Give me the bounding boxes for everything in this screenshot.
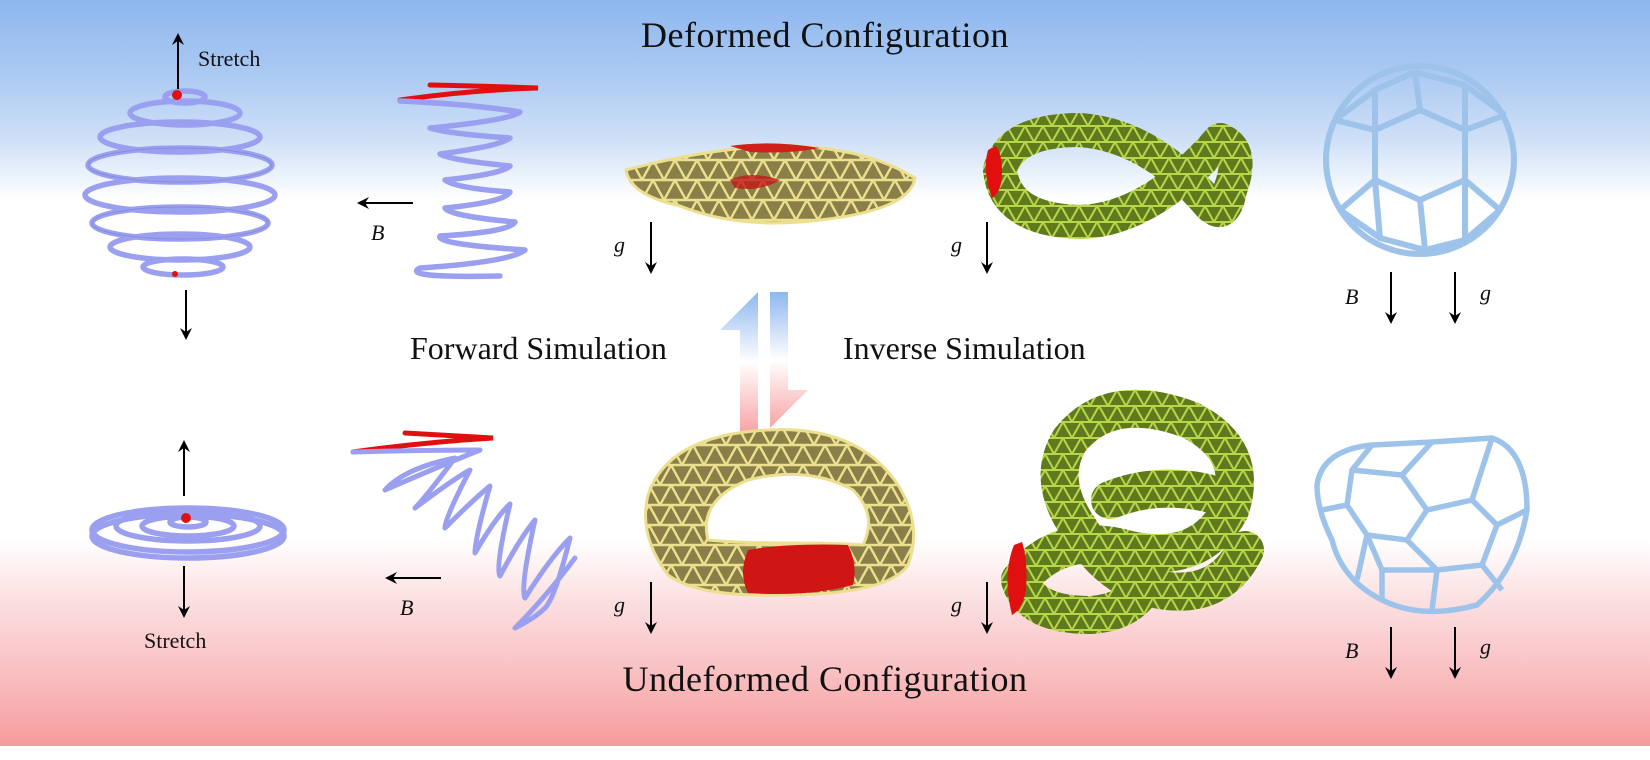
forward-simulation-label: Forward Simulation (410, 330, 667, 366)
magnetic-field-left-arrow-icon (385, 572, 441, 584)
torus-lattice-deformed (624, 143, 917, 225)
magnetic-field-label-top: B (371, 220, 385, 245)
gravity-label-col5-top: g (1480, 280, 1491, 305)
undeformed-configuration-title: Undeformed Configuration (622, 659, 1028, 699)
up-arrow-icon (720, 292, 758, 432)
magnetic-field-label-col5-bottom: B (1345, 638, 1359, 663)
gravity-label-col3-bottom: g (614, 592, 625, 617)
magnetic-field-left-arrow-icon (357, 197, 413, 209)
gravity-down-arrow-icon (645, 222, 657, 274)
stretch-up-arrow-icon (172, 33, 184, 89)
helical-spring-undeformed (350, 430, 578, 631)
fixed-point (172, 90, 182, 100)
deformed-configuration-title: Deformed Configuration (641, 15, 1009, 55)
torus-lattice-undeformed (644, 428, 916, 597)
helical-spring-deformed (397, 82, 539, 280)
gravity-down-arrow-icon (1449, 627, 1461, 679)
stretch-label-bottom: Stretch (144, 628, 207, 653)
spherical-helix-deformed (82, 88, 278, 278)
stretch-down-arrow-icon (180, 290, 192, 340)
spherical-helix-undeformed (89, 505, 287, 561)
knot-lattice-deformed (983, 112, 1253, 240)
magnetic-field-down-arrow-icon (1385, 627, 1397, 679)
gravity-label-col4-top: g (951, 232, 962, 257)
gravity-down-arrow-icon (1449, 272, 1461, 324)
forward-inverse-arrows (720, 292, 808, 432)
gravity-down-arrow-icon (981, 222, 993, 274)
gravity-label-col4-bottom: g (951, 592, 962, 617)
fullerene-cage-undeformed (1314, 435, 1530, 615)
inverse-simulation-label: Inverse Simulation (843, 330, 1086, 366)
gravity-down-arrow-icon (981, 582, 993, 634)
down-arrow-icon (770, 292, 808, 428)
knot-lattice-undeformed (1001, 389, 1264, 634)
gravity-down-arrow-icon (645, 582, 657, 634)
magnetic-field-down-arrow-icon (1385, 272, 1397, 324)
gravity-label-col3-top: g (614, 232, 625, 257)
magnetic-field-label-bottom: B (400, 595, 414, 620)
magnetic-field-label-col5-top: B (1345, 284, 1359, 309)
stretch-up-arrow-icon (178, 440, 190, 496)
stretch-down-arrow-icon (178, 566, 190, 618)
fullerene-cage-deformed (1323, 63, 1517, 257)
stretch-label-top: Stretch (198, 46, 261, 71)
gravity-label-col5-bottom: g (1480, 634, 1491, 659)
